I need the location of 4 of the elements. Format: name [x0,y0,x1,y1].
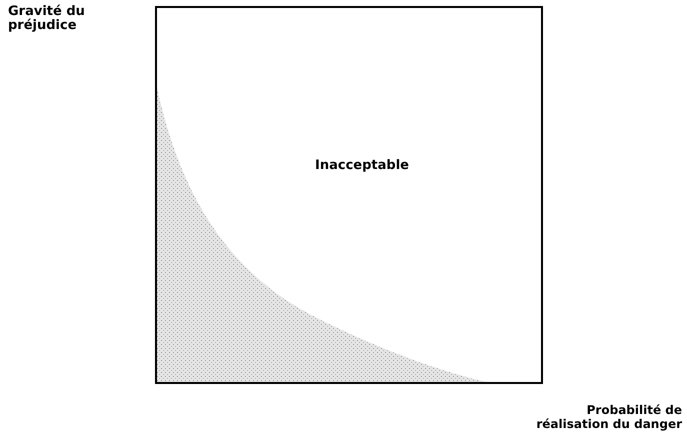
zone-label: Inacceptable [315,158,409,173]
axis-label: Gravité du préjudice [8,5,86,33]
axis-label: Probabilité de réalisation du danger [535,403,682,431]
risk-zone-frame [155,6,543,384]
